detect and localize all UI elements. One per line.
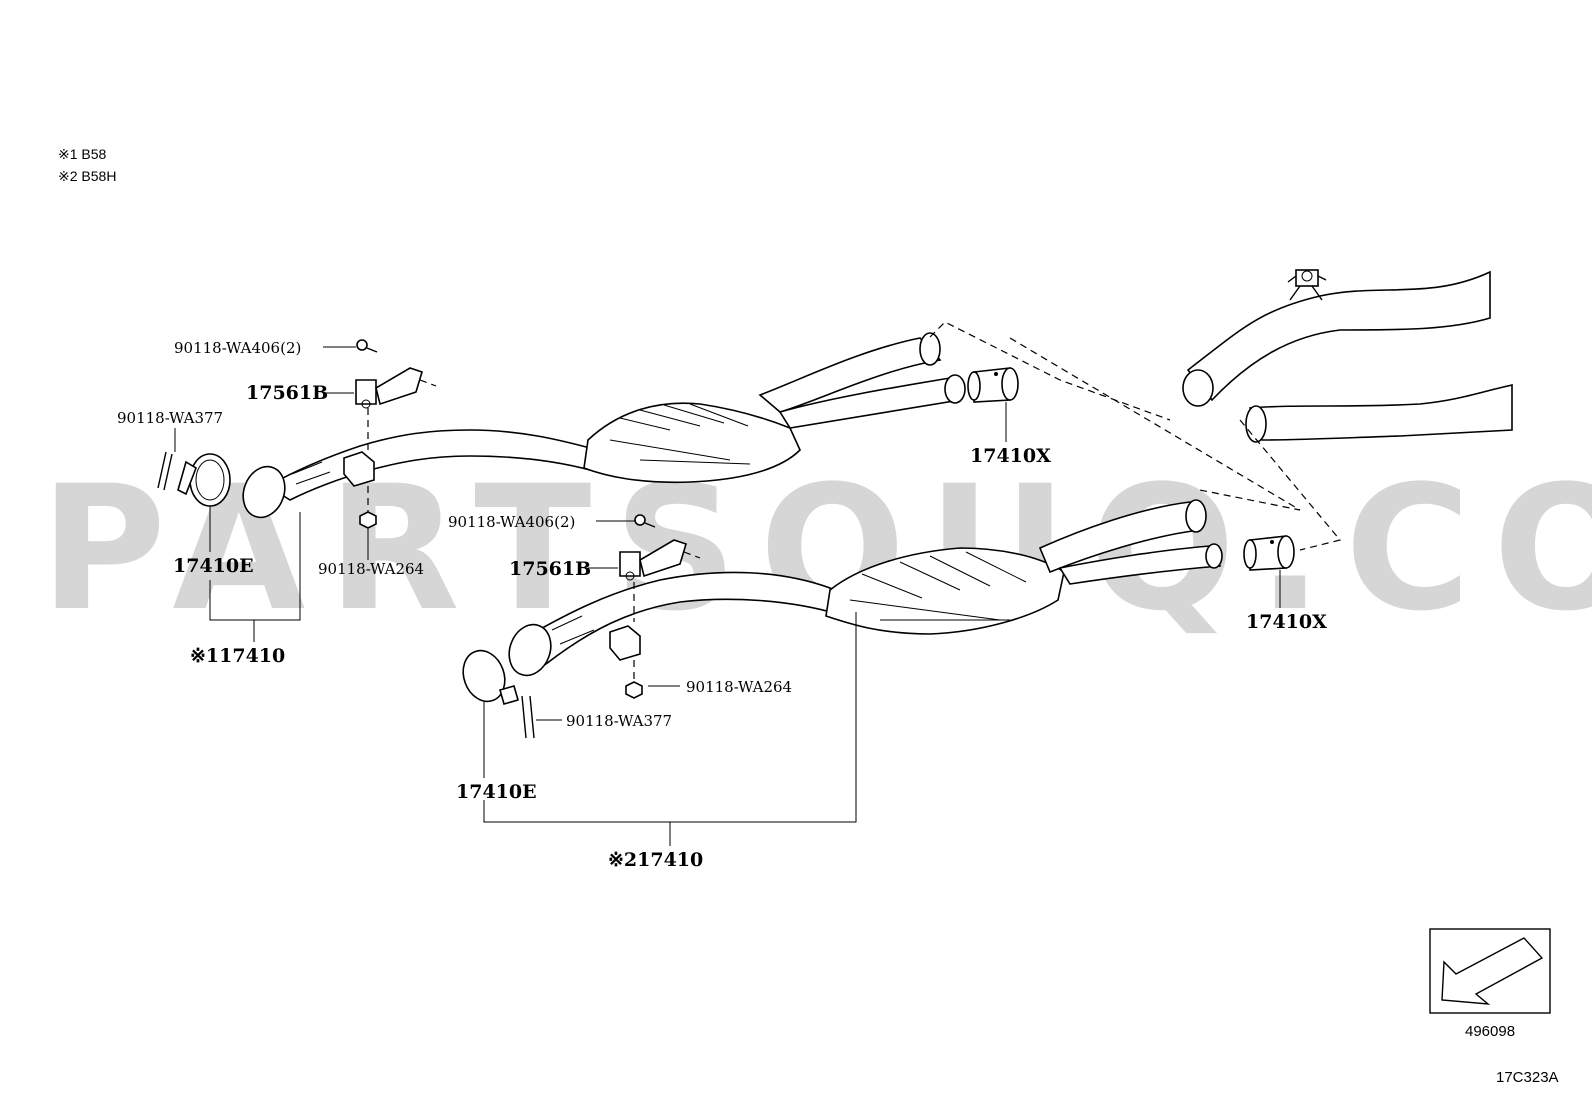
- lower-tail-tip-icon: [1243, 535, 1295, 571]
- lower-exhaust-assembly: [462, 499, 1295, 739]
- lower-nut-icon: [625, 681, 643, 699]
- lower-gasket-label[interactable]: 17410E: [456, 781, 537, 803]
- lower-bracket-icon: [619, 539, 701, 581]
- lower-clamp-bolt-label[interactable]: 90118-WA377: [566, 712, 672, 730]
- upper-bracket-icon: [355, 367, 437, 409]
- upper-tail-tip-icon: [967, 367, 1019, 403]
- upper-tail-tip-label[interactable]: 17410X: [970, 445, 1051, 467]
- leader-lines: [174, 346, 1281, 846]
- upper-nut-label[interactable]: 90118-WA264: [318, 560, 424, 578]
- upper-assembly-label[interactable]: ※117410: [190, 645, 285, 667]
- orientation-box: [1429, 928, 1551, 1014]
- lower-bracket-label[interactable]: 17561B: [509, 558, 591, 580]
- upper-gasket-label[interactable]: 17410E: [173, 555, 254, 577]
- upper-bracket-label[interactable]: 17561B: [246, 382, 328, 404]
- lower-assembly-label[interactable]: ※217410: [608, 849, 703, 871]
- lower-tail-tip-label[interactable]: 17410X: [1246, 611, 1327, 633]
- upper-clamp-bolt-label[interactable]: 90118-WA377: [117, 409, 223, 427]
- lower-bolt-label[interactable]: 90118-WA406(2): [448, 513, 575, 531]
- figure-code: 17C323A: [1496, 1069, 1559, 1086]
- legend-note-1: ※1 B58: [58, 146, 107, 162]
- front-direction-arrow-icon: [1441, 937, 1544, 1005]
- legend-note-2: ※2 B58H: [58, 168, 116, 184]
- upper-clamp-bolt-icon: [157, 451, 197, 496]
- lower-nut-label[interactable]: 90118-WA264: [686, 678, 792, 696]
- upper-bolt-icon: [356, 339, 378, 353]
- oxygen-sensor-icon: [1287, 269, 1327, 301]
- lower-gasket-icon: [462, 649, 506, 703]
- orientation-code: 496098: [1465, 1023, 1515, 1040]
- lower-clamp-bolt-icon: [499, 685, 535, 739]
- rear-pipes-upper-right: [1182, 269, 1513, 443]
- lower-hanger-icon: [609, 625, 641, 661]
- lower-bolt-icon: [634, 514, 656, 528]
- upper-nut-icon: [359, 511, 377, 529]
- upper-hanger-icon: [343, 451, 375, 487]
- upper-bolt-label[interactable]: 90118-WA406(2): [174, 339, 301, 357]
- upper-exhaust-assembly: [157, 332, 1019, 529]
